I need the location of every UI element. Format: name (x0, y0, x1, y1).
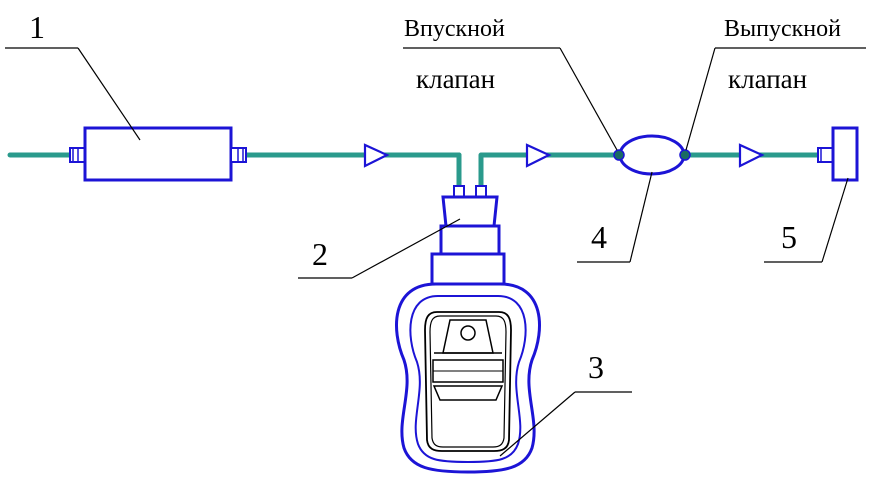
gas-analyzer-device (395, 252, 541, 474)
filter-body (83, 126, 233, 182)
label-3: 3 (588, 349, 604, 385)
label-2: 2 (312, 236, 328, 272)
inlet-valve-label-line2: клапан (416, 64, 495, 94)
flow-arrow-icon (363, 143, 390, 168)
adapter-cap (441, 195, 499, 228)
device-neck (430, 252, 506, 286)
leader-lines (5, 47, 866, 457)
label-1: 1 (29, 9, 45, 45)
device-sensor-icon (460, 325, 476, 341)
device-body-inner (409, 295, 527, 464)
inlet-valve-icon (613, 149, 625, 161)
label-4: 4 (591, 219, 607, 255)
bulb-body (618, 134, 686, 176)
flow-arrow-icon (525, 143, 552, 168)
tee-adapter (439, 185, 501, 256)
outlet-body (831, 126, 859, 182)
label-5: 5 (781, 219, 797, 255)
outlet-block (817, 126, 859, 182)
outlet-valve-label-line2: клапан (728, 64, 807, 94)
filter-unit (69, 126, 247, 182)
aspirator-bulb (613, 134, 691, 176)
outlet-valve-label-line1: Выпускной (724, 16, 841, 42)
adapter-collar (439, 224, 501, 256)
device-button (432, 385, 504, 401)
inlet-valve-label-line1: Впускной (404, 16, 505, 42)
flow-arrow-icon (738, 143, 765, 168)
device-screen-inner (429, 315, 507, 448)
flow-arrows (363, 143, 765, 168)
outlet-valve-icon (679, 149, 691, 161)
tube-tee-to-bulb (478, 152, 618, 191)
